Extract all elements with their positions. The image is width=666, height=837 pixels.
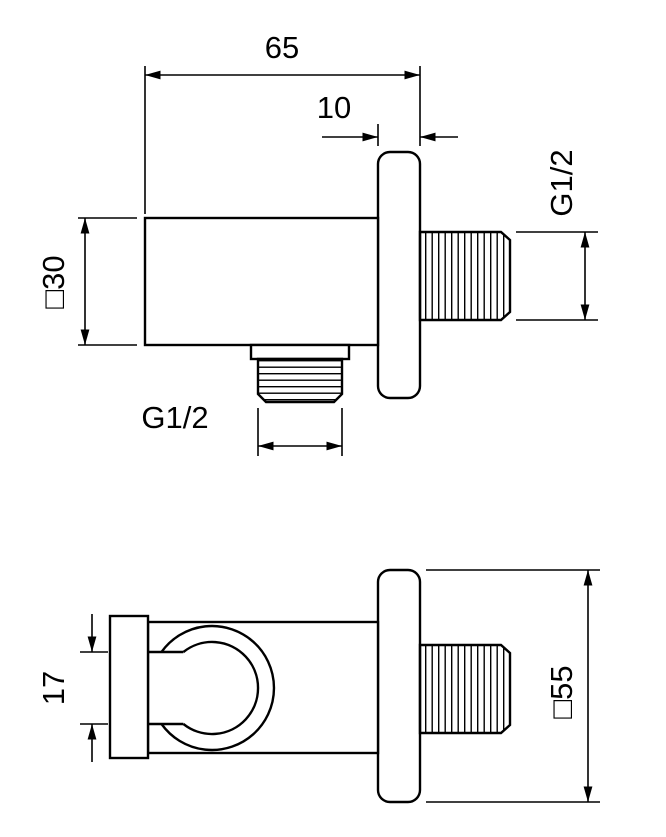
bottom-outlet-shoulder	[249, 343, 351, 361]
holder-body-outline	[146, 620, 380, 755]
flange-outline-top-view	[376, 150, 422, 400]
side-thread-connector-bottom-view	[418, 643, 512, 735]
clip-outer-arc	[160, 624, 276, 752]
body-outline-top-view	[143, 216, 380, 347]
dim-label-total-width: 65	[265, 30, 299, 65]
dim-label-clip-opening: 17	[36, 671, 71, 705]
dim-label-bottom-thread: G1/2	[141, 400, 208, 435]
bottom-view: 17 □55	[36, 568, 600, 804]
dim-label-flange-thickness: 10	[317, 90, 351, 125]
flange-outline-bottom-view	[376, 568, 422, 804]
dim-label-flange-square: □55	[544, 665, 579, 718]
side-thread-connector	[418, 230, 512, 322]
holder-front-plate	[108, 614, 150, 760]
dim-label-side-thread: G1/2	[544, 149, 579, 216]
bottom-thread-outlet	[256, 357, 344, 404]
top-view: 65 10 □30 G1/2 G1/2	[36, 30, 598, 456]
clip-inner-arc	[182, 640, 260, 736]
dim-label-body-square: □30	[36, 255, 71, 308]
